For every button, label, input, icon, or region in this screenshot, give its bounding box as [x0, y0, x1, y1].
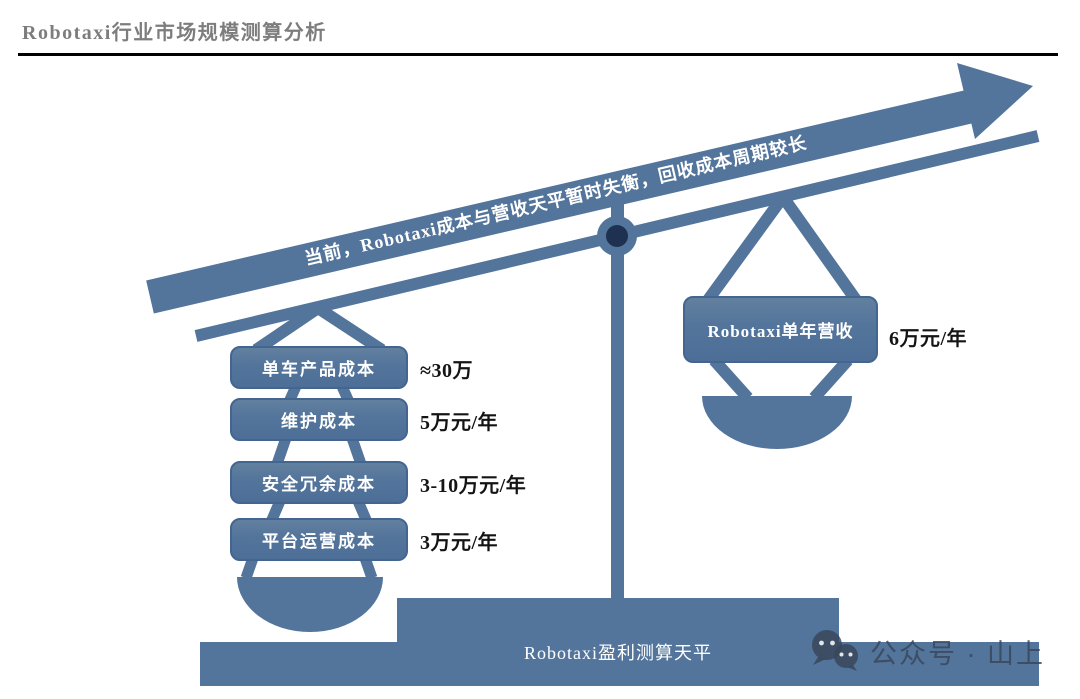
watermark-text: 公众号 · 山上 — [870, 638, 1045, 669]
title-rule — [18, 53, 1058, 56]
right-hanger — [703, 193, 861, 403]
trend-arrow-head — [957, 63, 1033, 139]
left-pan — [237, 577, 383, 632]
stand-post — [611, 188, 624, 600]
cost-box-platform: 平台运营成本 — [230, 518, 408, 561]
trend-arrow-shaft — [146, 89, 976, 314]
page-title: Robotaxi行业市场规模测算分析 — [22, 22, 327, 44]
base-label: Robotaxi盈利测算天平 — [524, 643, 712, 663]
cost-value-safety: 3-10万元/年 — [420, 475, 527, 497]
base-slab — [200, 642, 1039, 686]
pivot-inner — [606, 225, 628, 247]
wechat-icon — [812, 630, 858, 671]
cost-box-vehicle: 单车产品成本 — [230, 346, 408, 389]
watermark: 公众号 · 山上 — [808, 630, 1045, 672]
cost-value-maintenance: 5万元/年 — [420, 412, 499, 434]
revenue-value: 6万元/年 — [889, 328, 968, 350]
cost-value-platform: 3万元/年 — [420, 532, 499, 554]
right-pan — [702, 396, 852, 449]
left-hanger — [252, 302, 386, 356]
cost-value-vehicle: ≈30万 — [420, 360, 473, 382]
cost-box-maintenance: 维护成本 — [230, 398, 408, 441]
cost-box-safety: 安全冗余成本 — [230, 461, 408, 504]
revenue-box: Robotaxi单年营收 — [683, 296, 878, 363]
